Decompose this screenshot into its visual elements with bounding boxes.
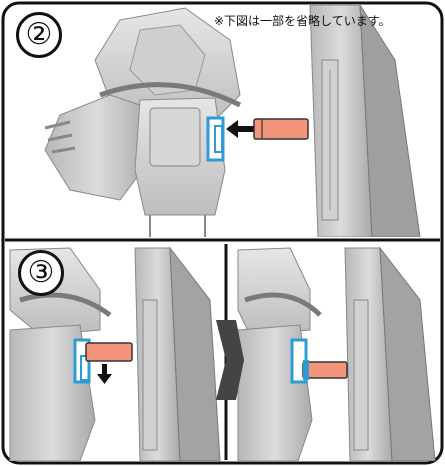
arrow-down-icon (97, 364, 112, 384)
step-3-badge: ③ (18, 250, 64, 296)
panel-step2 (44, 5, 421, 237)
arrow-left-icon (226, 120, 254, 138)
panel-step3-right (237, 246, 436, 461)
panel-step3-left (9, 246, 221, 461)
side-armor-top (309, 5, 421, 237)
chevron-right-icon (216, 320, 244, 400)
omission-note: ※下図は一部を省略しています。 (214, 14, 391, 28)
pin-part-step3a (85, 342, 133, 362)
pin-part-top (253, 118, 309, 140)
robot-figure (44, 7, 242, 237)
clip-part-top (206, 116, 225, 162)
pin-part-step3b (302, 360, 348, 380)
step-2-badge: ② (16, 12, 62, 58)
